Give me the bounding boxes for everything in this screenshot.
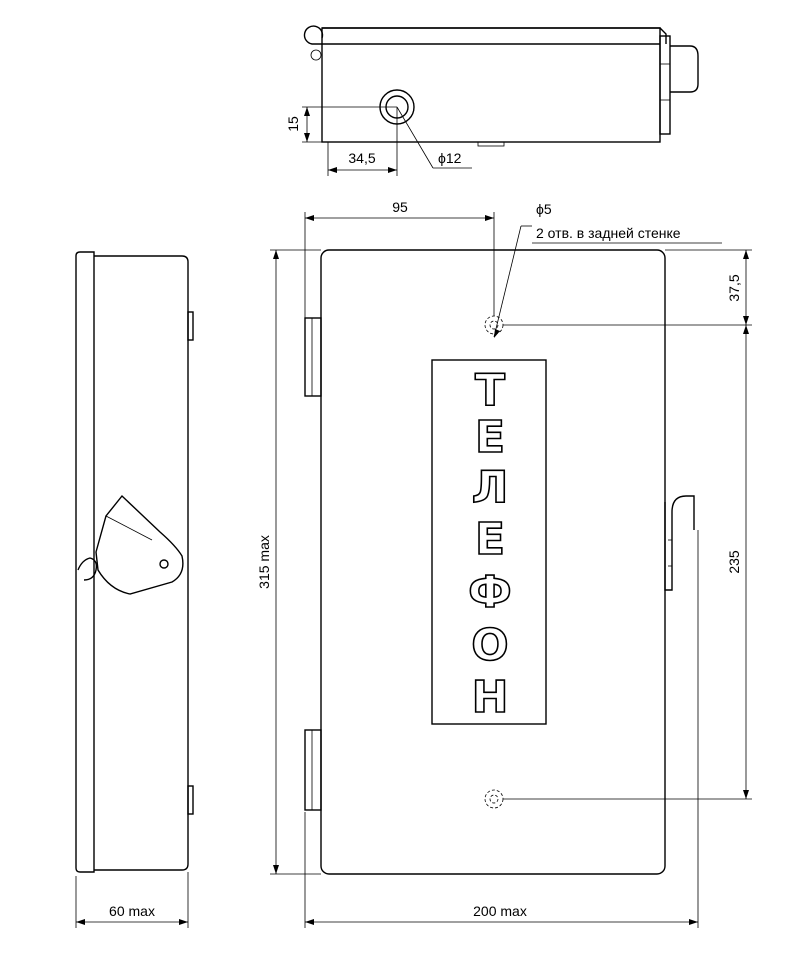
arrowhead: [304, 107, 310, 116]
sign-letter: Л: [472, 462, 509, 513]
sign-letter: Т: [475, 365, 505, 416]
sign-letter: Н: [472, 672, 509, 723]
front-view: Т Е Л Е Ф О Н ϕ5 2 отв. в задней стенке …: [256, 199, 752, 928]
dim-top-offset: 34,5: [348, 150, 375, 166]
arrowhead: [743, 325, 749, 334]
dim-front-hole-offset: 95: [392, 199, 408, 215]
arrowhead: [689, 919, 698, 925]
arrowhead: [304, 133, 310, 142]
arrowhead: [328, 167, 337, 173]
arrowhead: [273, 250, 279, 259]
sign-letter: Е: [475, 514, 505, 565]
latch-pivot: [159, 559, 169, 569]
top-view-body: [321, 27, 661, 143]
side-view: 60 max: [75, 251, 194, 928]
side-view-tab: [187, 785, 194, 815]
sign-letter: О: [471, 620, 508, 671]
mount-hole-top-inner: [489, 320, 499, 330]
hinge-bottom: [304, 729, 322, 811]
top-view-lid-edge: [322, 27, 667, 44]
mount-hole-bottom-inner: [489, 794, 499, 804]
leader-line: [493, 225, 522, 338]
dim-front-hole-note: 2 отв. в задней стенке: [536, 225, 681, 241]
arrowhead: [743, 250, 749, 259]
hinge-top: [304, 317, 322, 397]
dim-front-height: 315 max: [256, 535, 272, 589]
arrowhead: [76, 919, 85, 925]
sign-letter: Е: [475, 412, 505, 463]
arrowhead: [273, 865, 279, 874]
mount-hole-top: [484, 315, 504, 335]
side-view-door: [75, 251, 95, 873]
arrowhead: [494, 329, 500, 338]
dim-front-hole-dia: ϕ5: [536, 201, 552, 217]
dim-front-width: 200 max: [473, 903, 527, 919]
arrowhead: [743, 316, 749, 325]
top-view-latch: [670, 45, 699, 93]
latch-hook: [77, 557, 98, 581]
top-view-tab: [477, 141, 505, 147]
arrowhead: [743, 790, 749, 799]
arrowhead: [485, 215, 494, 221]
arrowheads: [76, 107, 749, 925]
arrowhead: [305, 919, 314, 925]
sign-plate: [431, 359, 547, 725]
front-latch: [664, 495, 695, 591]
dim-side-depth: 60 max: [109, 903, 155, 919]
dim-top-hole-dia: ϕ12: [438, 150, 462, 166]
top-view-ear: [303, 25, 324, 45]
arrowhead: [179, 919, 188, 925]
side-view-tab: [187, 311, 194, 341]
mount-hole-bottom: [484, 789, 504, 809]
top-view: 15 34,5 ϕ12: [285, 25, 699, 176]
dim-front-hole-spacing: 235: [726, 550, 742, 574]
leader-line: [396, 106, 434, 169]
arrowhead: [305, 215, 314, 221]
top-view-ear-hole: [310, 49, 322, 61]
latch-lever: [95, 494, 184, 595]
dim-front-top-offset: 37,5: [726, 274, 742, 301]
dim-top-height: 15: [285, 116, 301, 132]
top-view-hinge-plate: [659, 35, 671, 135]
arrowhead: [388, 167, 397, 173]
sign-letter: Ф: [468, 567, 512, 618]
latch-lever-fold: [105, 515, 153, 541]
side-view-body: [94, 255, 189, 871]
